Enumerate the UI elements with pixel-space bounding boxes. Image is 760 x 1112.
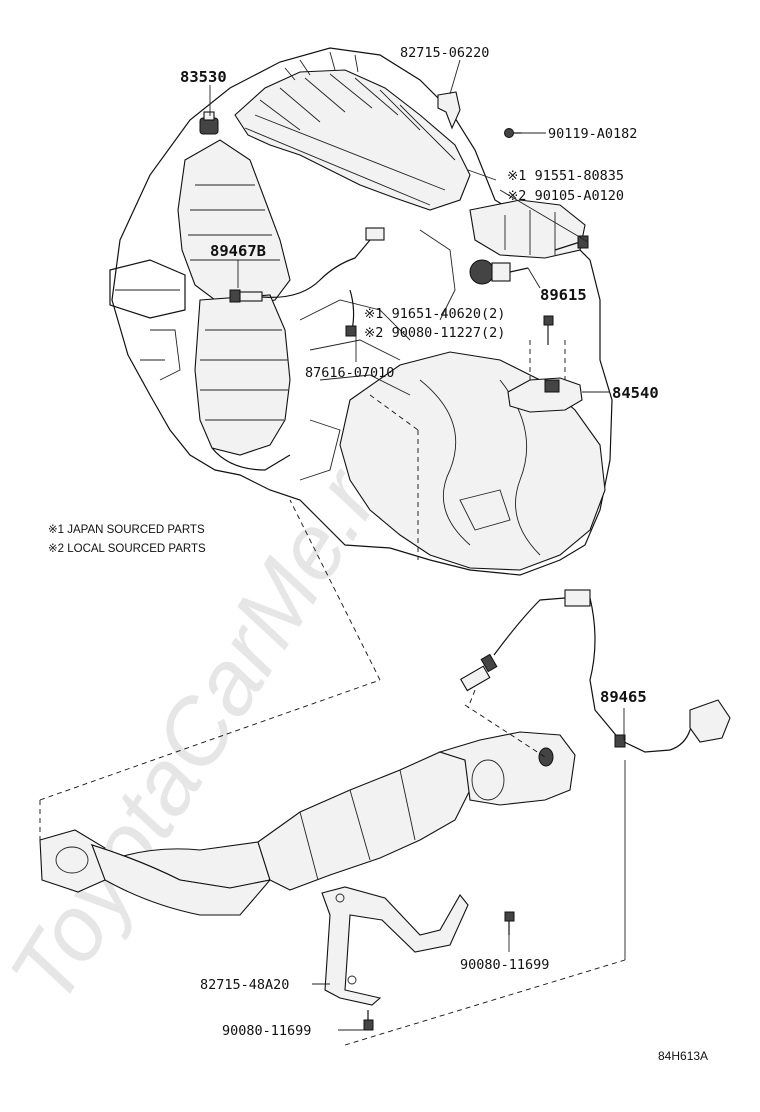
leader-lines (209, 59, 626, 1046)
legend-note-local: ※2 LOCAL SOURCED PARTS (48, 543, 206, 555)
label-89615: 89615 (540, 286, 587, 304)
speed-sensor-wire (345, 289, 357, 337)
engine-assembly (109, 47, 613, 576)
legend-note-japan: ※1 JAPAN SOURCED PARTS (48, 524, 205, 536)
label-82715-06220: 82715-06220 (400, 45, 489, 61)
label-90080-11699-bottom: 90080-11699 (222, 1023, 311, 1039)
label-87616-07010: 87616-07010 (305, 365, 394, 381)
label-90119-A0182: 90119-A0182 (548, 126, 637, 142)
label-90080-11699-right: 90080-11699 (460, 957, 549, 973)
oxygen-sensor-upper (229, 227, 385, 303)
neutral-start-switch (507, 377, 583, 413)
oil-pressure-sender (199, 111, 219, 135)
label-90105-A0120: ※2 90105-A0120 (507, 188, 624, 204)
bracket-bolt-bottom (363, 1010, 374, 1031)
knock-sensor (469, 259, 529, 285)
oxygen-sensor-lower (459, 589, 731, 753)
label-84540: 84540 (612, 384, 659, 402)
exhaust-bracket (321, 886, 469, 1006)
label-90080-11227: ※2 90080-11227(2) (364, 325, 505, 341)
wire-bracket-top (437, 91, 461, 130)
label-82715-48A20: 82715-48A20 (200, 977, 289, 993)
watermark-text: ToyotaCarMe.ru (0, 410, 425, 1021)
label-91651-40620: ※1 91651-40620(2) (364, 306, 505, 322)
label-89465: 89465 (600, 688, 647, 706)
diagram-code: 84H613A (658, 1049, 708, 1063)
label-89467B: 89467B (210, 242, 266, 260)
switch-bolt (543, 315, 554, 345)
label-91551-80835: ※1 91551-80835 (507, 168, 624, 184)
label-83530: 83530 (180, 68, 227, 86)
exhaust-pipe-assembly (39, 499, 576, 916)
bolt-90119 (504, 128, 522, 138)
bracket-bolt-right (504, 911, 515, 935)
